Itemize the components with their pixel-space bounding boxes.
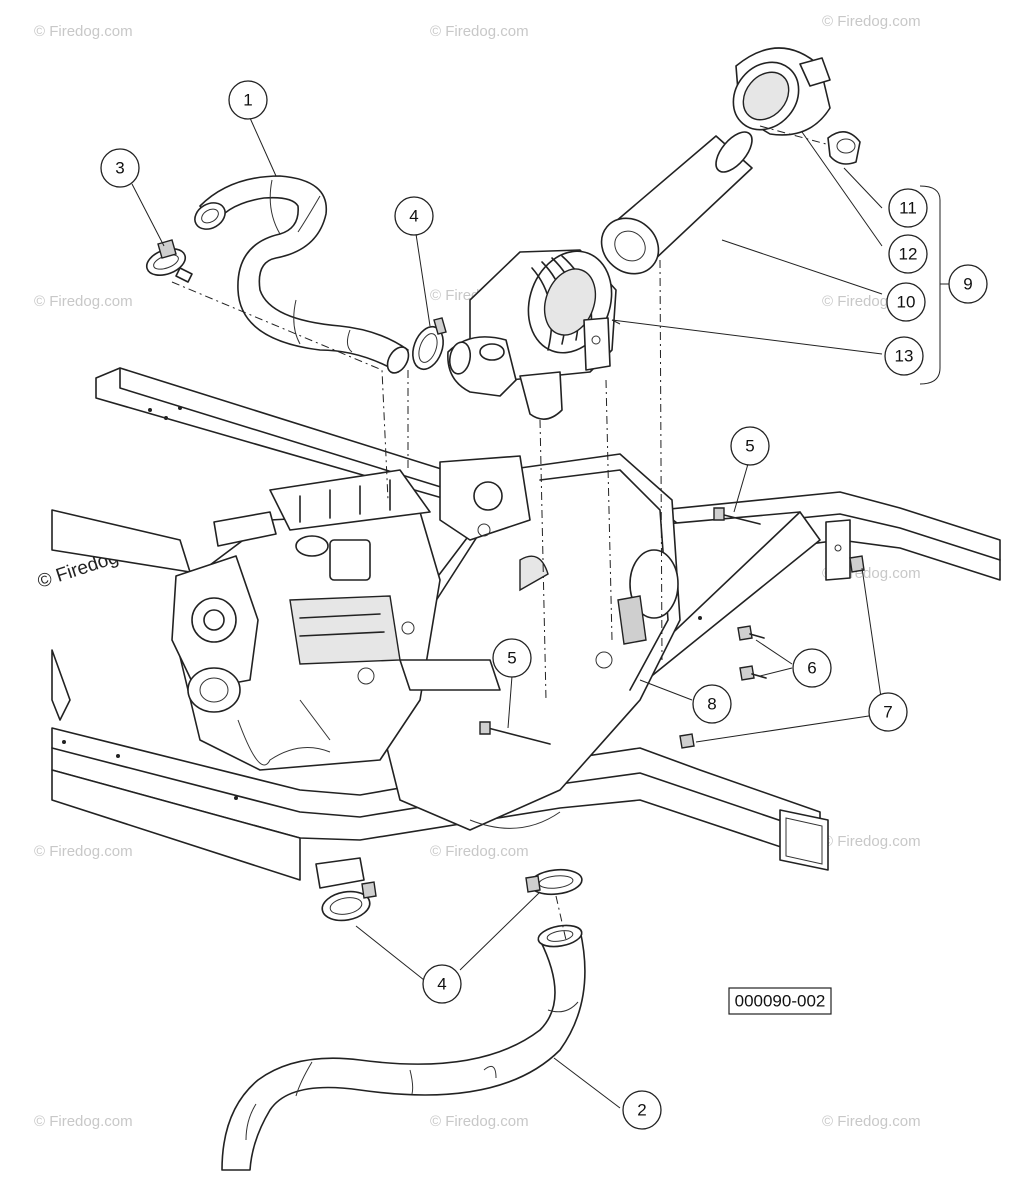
- watermark: © Firedog.com: [430, 23, 529, 40]
- callout-11-label: 11: [899, 199, 917, 218]
- filter-element: [600, 131, 753, 275]
- drawing-code: 000090-002: [735, 992, 826, 1011]
- callout-13-label: 13: [895, 347, 914, 366]
- intake-hose-lower: [221, 924, 586, 1171]
- callout-10: 10: [886, 282, 926, 322]
- callout-2-label: 2: [637, 1101, 646, 1120]
- hose-clamp-4-lower: [315, 857, 583, 922]
- watermark: © Firedog.com: [822, 13, 921, 30]
- dust-valve: [827, 131, 861, 165]
- callouts: 1 3 4 11 12 10 9 13: [100, 80, 988, 1130]
- hose-clamp-4-upper: [412, 317, 447, 371]
- intake-hose-upper: [194, 175, 410, 374]
- callout-5-upper: 5: [730, 426, 770, 466]
- hose-clamp-3: [145, 239, 193, 283]
- watermark: © Firedog.com: [34, 293, 133, 310]
- callout-8-label: 8: [707, 695, 716, 714]
- drawing-code-box: 000090-002: [728, 987, 832, 1015]
- watermark: © Firedog.com: [822, 1113, 921, 1130]
- callout-7-label: 7: [883, 703, 892, 722]
- callout-7: 7: [868, 692, 908, 732]
- watermark: © Firedog.com: [34, 843, 133, 860]
- leader-lines: [131, 117, 950, 1109]
- callout-1: 1: [228, 80, 268, 120]
- air-cleaner-cover: [732, 47, 831, 136]
- callout-4-upper: 4: [394, 196, 434, 236]
- callout-6: 6: [792, 648, 832, 688]
- air-cleaner-assembly: [447, 249, 617, 420]
- callout-2: 2: [622, 1090, 662, 1130]
- callout-9-label: 9: [963, 275, 972, 294]
- callout-8: 8: [692, 684, 732, 724]
- callout-13: 13: [884, 336, 924, 376]
- callout-3: 3: [100, 148, 140, 188]
- engine-assembly: [171, 453, 681, 831]
- watermark: © Firedog.com: [34, 1113, 133, 1130]
- callout-10-label: 10: [897, 293, 916, 312]
- callout-11: 11: [888, 188, 928, 228]
- callout-4-lower: 4: [422, 964, 462, 1004]
- callout-4-label: 4: [409, 207, 418, 226]
- callout-5-label: 5: [745, 437, 754, 456]
- assembly-lines: [171, 125, 827, 941]
- watermark: © Firedog.com: [430, 843, 529, 860]
- callout-1-label: 1: [243, 91, 252, 110]
- callout-12-label: 12: [899, 245, 918, 264]
- callout-5-lower: 5: [492, 638, 532, 678]
- callout-9: 9: [948, 264, 988, 304]
- watermark: © Firedog.com: [822, 833, 921, 850]
- callout-4-label: 4: [437, 975, 446, 994]
- callout-3-label: 3: [115, 159, 124, 178]
- callout-5-label: 5: [507, 649, 516, 668]
- callout-6-label: 6: [807, 659, 816, 678]
- fasteners: [479, 507, 865, 749]
- watermark: © Firedog.com: [34, 23, 133, 40]
- callout-12: 12: [888, 234, 928, 274]
- watermark: © Firedog.com: [430, 1113, 529, 1130]
